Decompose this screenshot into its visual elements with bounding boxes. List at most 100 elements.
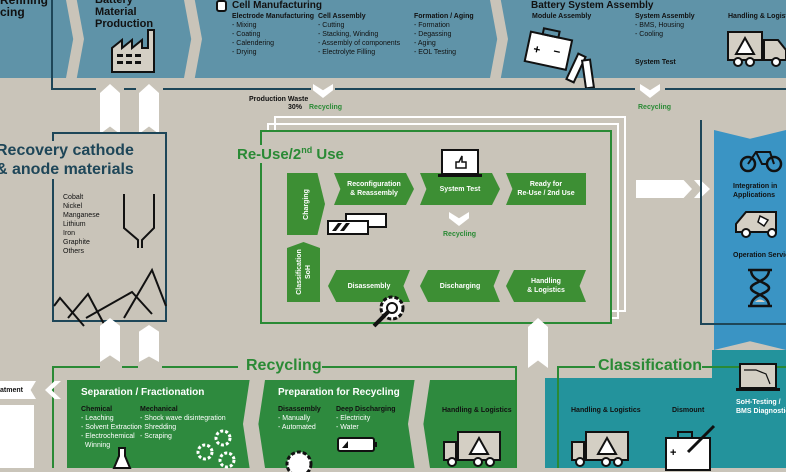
cell-assembly-block: Cell Assembly - Cutting - Stacking, Wind… (318, 12, 400, 57)
step-system-test[interactable]: System Test (420, 173, 500, 205)
handling-label: Handling & Logistics (728, 13, 786, 20)
list-item: - Drying (232, 49, 257, 56)
recycling-frame-line (122, 366, 138, 368)
electrode-title: Electrode Manufacturing (232, 13, 315, 20)
recycling-label: Recycling (309, 104, 343, 111)
list-item: - Water (336, 424, 359, 431)
chevron-down-icon (640, 84, 660, 98)
chemical-title: Chemical (81, 406, 113, 413)
soh-testing-label: SoH-Testing / BMS Diagnostics (736, 399, 786, 415)
recycling-frame-line (322, 366, 516, 368)
disassembly-block: Disassembly - Manually - Automated (278, 405, 321, 432)
flow-line (163, 88, 311, 90)
pretreatment-panel (0, 405, 34, 468)
reuse-title-text: Re-Use/2 (237, 146, 302, 163)
electrode-block: Electrode Manufacturing - Mixing - Coati… (232, 12, 314, 57)
flow-line (665, 88, 786, 90)
battery-dismount-icon: + (665, 424, 716, 471)
material-item: Manganese (63, 212, 100, 219)
list-item: - Automated (278, 424, 316, 431)
up-arrow-icon (139, 84, 159, 134)
svg-text:+: + (532, 42, 542, 57)
list-item: - Cooling (635, 31, 664, 38)
system-assembly-block: System Assembly - BMS, Housing - Cooling (635, 12, 695, 39)
flow-line (51, 0, 53, 90)
system-test-label: System Test (635, 59, 676, 66)
step-classification-soh[interactable]: Classification SoH (287, 242, 320, 302)
up-arrow-icon (100, 84, 120, 134)
deep-discharging-title: Deep Discharging (336, 406, 396, 413)
chevron-down-icon (313, 84, 333, 98)
recycling-title: Recycling (246, 357, 322, 374)
up-arrow-icon (528, 318, 548, 368)
mechanical-title: Mechanical (140, 406, 178, 413)
system-assembly-title: System Assembly (635, 13, 695, 20)
step-reconfiguration[interactable]: Reconfiguration & Reassembly (334, 173, 414, 205)
right-arrow-icon (636, 180, 692, 198)
material-item: Graphite (63, 239, 90, 246)
laptop-diagnostics-icon (736, 363, 780, 391)
flow-line (124, 88, 136, 90)
production-waste-label: Production Waste (249, 96, 309, 103)
list-item: - Electricity (336, 415, 371, 422)
list-item: - Assembly of components (318, 40, 401, 47)
step-charging[interactable]: Charging (287, 173, 325, 235)
step-ready[interactable]: Ready for Re-Use / 2nd Use (506, 173, 586, 205)
list-item: - Shredding (140, 424, 177, 431)
svg-text:+: + (670, 447, 676, 459)
classification-handling-label: Handling & Logistics (571, 407, 641, 414)
disassembly-title: Disassembly (278, 406, 321, 413)
truck-warning-icon (443, 431, 501, 467)
list-item: - Mixing (232, 22, 257, 29)
waste-percent: 30% (288, 104, 303, 111)
step-label: Classification SoH (295, 249, 312, 295)
materials-list: Cobalt Nickel Manganese Lithium Iron Gra… (63, 193, 100, 256)
svg-text:−: − (552, 44, 562, 59)
list-item: - BMS, Housing (635, 22, 685, 29)
mechanical-block: Mechanical - Shock wave disintegration -… (140, 405, 226, 441)
cell-icon (216, 0, 227, 12)
funnel-icon (123, 194, 155, 248)
material-item: Lithium (63, 221, 86, 228)
battery-low-icon (337, 437, 377, 452)
list-item: - Calendering (232, 40, 275, 47)
list-item: - Cutting (318, 22, 345, 29)
chevron-right-icon (694, 180, 710, 198)
reuse-title-end: Use (312, 146, 344, 163)
laptop-thumbs-up-icon (438, 149, 482, 177)
refining-label: Refining cing (0, 0, 48, 19)
flow-line (700, 323, 786, 325)
battery-module-icon: +− (523, 27, 596, 90)
step-handling[interactable]: Handling & Logistics (506, 270, 586, 302)
classification-title: Classification (598, 357, 703, 374)
recycling-frame-line (162, 366, 238, 368)
recovery-title-1: Recovery cathode (0, 141, 136, 160)
material-item: Iron (63, 230, 76, 237)
step-discharging[interactable]: Discharging (420, 270, 500, 302)
flow-line (335, 88, 635, 90)
list-item: - Shock wave disintegration (140, 415, 226, 422)
chemical-block: Chemical - Leaching - Solvent Extraction… (81, 405, 142, 450)
list-item: - Coating (232, 31, 261, 38)
material-piles-icon (53, 267, 167, 327)
module-assembly-label: Module Assembly (532, 13, 592, 20)
reuse-recycling-label: Recycling (443, 231, 477, 238)
electric-car-icon (735, 211, 777, 238)
truck-warning-icon (727, 31, 786, 67)
hourglass-icon (748, 268, 772, 308)
ebike-icon (739, 151, 783, 173)
formation-block: Formation / Aging - Formation - Degassin… (414, 12, 474, 57)
pretreatment-tag (0, 381, 36, 399)
classification-frame-line (557, 366, 559, 468)
list-item: Winning (81, 442, 111, 449)
list-item: - Leaching (81, 415, 114, 422)
battery-system-title: Battery System Assembly (531, 0, 654, 11)
list-item: - Electrolyte Filling (318, 49, 376, 56)
list-item: - Stacking, Winding (318, 31, 379, 38)
chevron-separator (408, 380, 430, 468)
up-arrow-icon (139, 325, 159, 362)
recycling-frame-line (515, 366, 517, 468)
list-item: - Solvent Extraction (81, 424, 142, 431)
chevron-separator (66, 0, 84, 78)
chevron-separator (490, 0, 508, 78)
